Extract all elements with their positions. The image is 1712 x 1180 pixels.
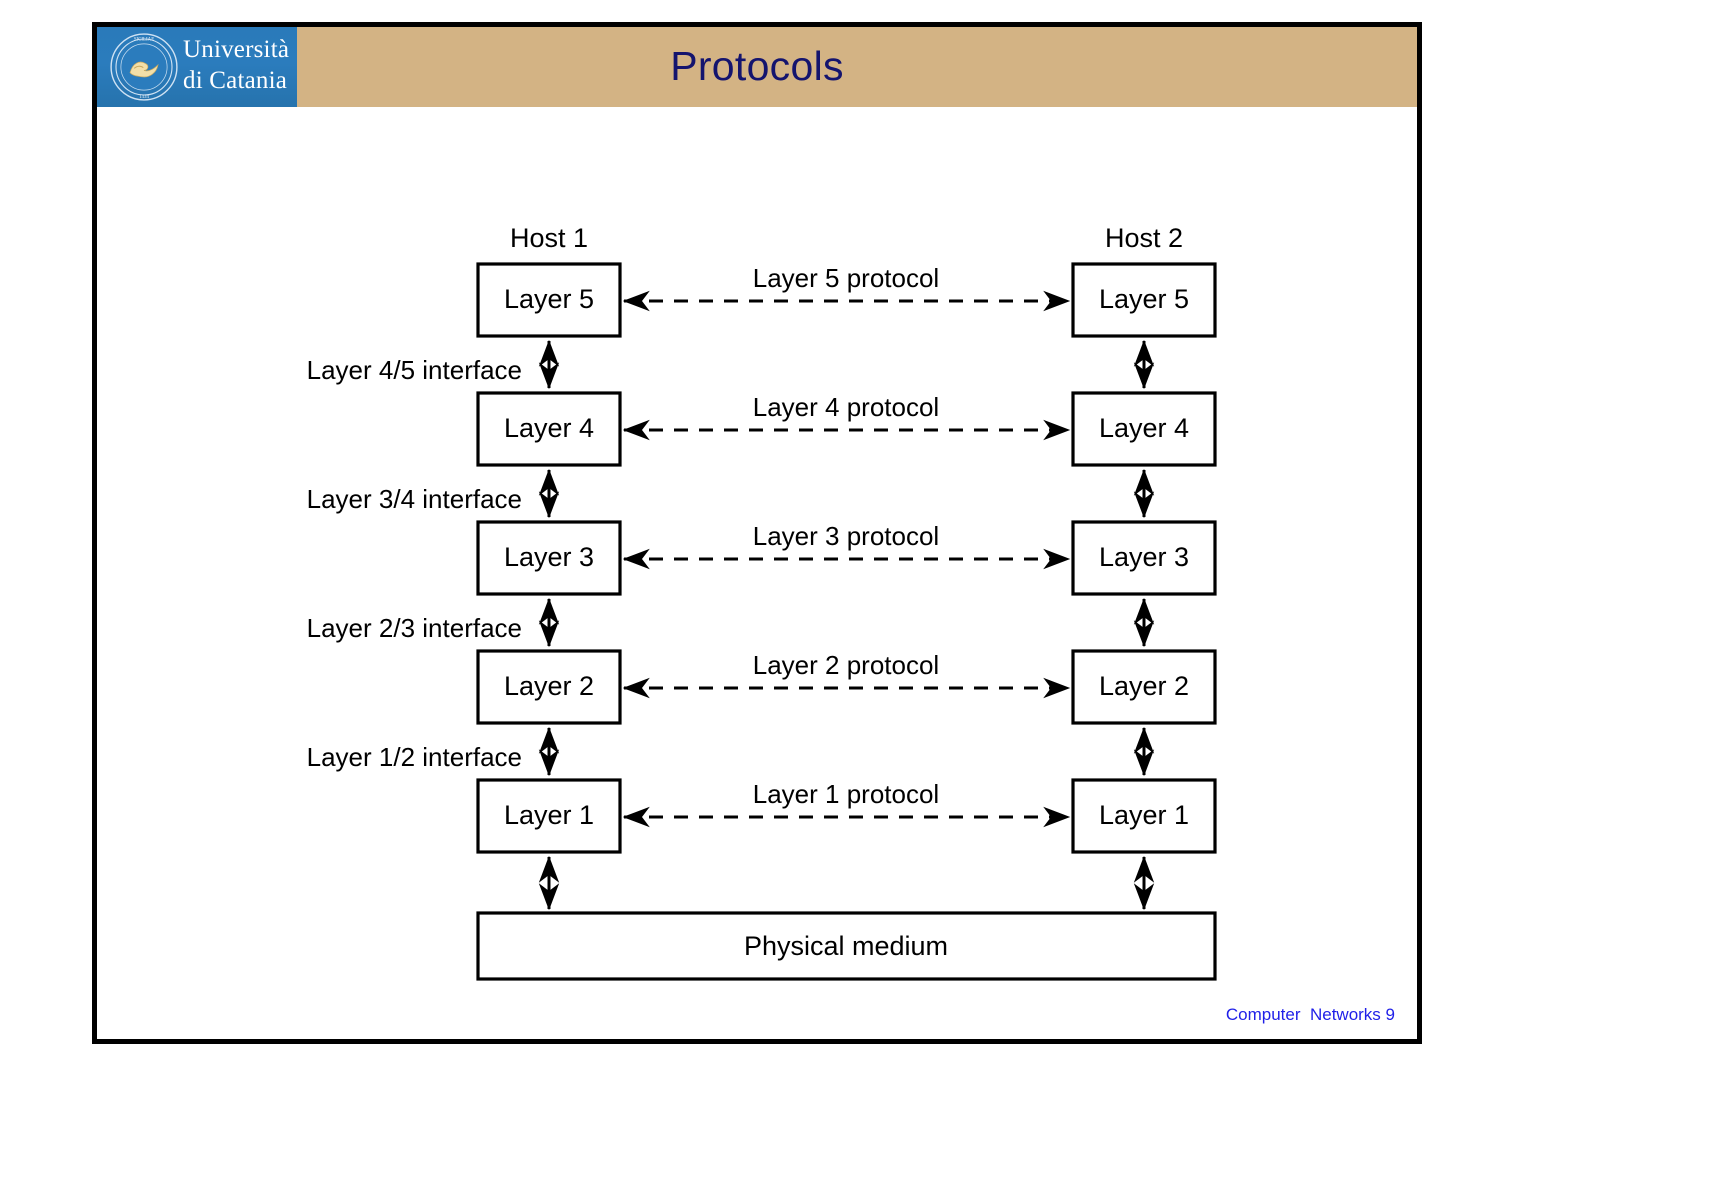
host2-layer5-label: Layer 5 <box>1099 284 1189 314</box>
layer5-protocol-label: Layer 5 protocol <box>753 263 939 293</box>
layer45-interface-label: Layer 4/5 interface <box>307 355 522 385</box>
layer2-protocol-label: Layer 2 protocol <box>753 650 939 680</box>
physical-medium-label: Physical medium <box>744 931 948 961</box>
host1-layer1-box <box>476 778 622 854</box>
host2-layer1-box <box>1071 778 1217 854</box>
host1-layer4-box <box>476 391 622 467</box>
host1-layer5-box <box>476 262 622 338</box>
logo-line-2: di Catania <box>183 67 288 94</box>
universita-di-catania-logo: SICILIAE 1434 Università di Catania <box>97 27 297 107</box>
page-title: Protocols <box>670 43 844 89</box>
host2-layer3-box <box>1071 520 1217 596</box>
host2-layer5-box <box>1071 262 1217 338</box>
host2-layer2-box <box>1071 649 1217 725</box>
logo-wordmark: Università di Catania <box>183 34 289 96</box>
layer4-protocol-label: Layer 4 protocol <box>753 392 939 422</box>
host2-layer3-label: Layer 3 <box>1099 542 1189 572</box>
footer-note: Computer Networks 9 <box>1225 1005 1395 1024</box>
host1-layer1-label: Layer 1 <box>504 800 594 830</box>
layer34-interface-label: Layer 3/4 interface <box>307 484 522 514</box>
layer1-protocol-label: Layer 1 protocol <box>753 779 939 809</box>
host1-layer3-box <box>476 520 622 596</box>
layer3-protocol-label: Layer 3 protocol <box>753 521 939 551</box>
host2-layer1-label: Layer 1 <box>1099 800 1189 830</box>
host1-layer4-label: Layer 4 <box>504 413 594 443</box>
host1-layer2-label: Layer 2 <box>504 671 594 701</box>
logo-line-1: Università <box>183 36 290 63</box>
slide-header-band <box>97 27 1417 107</box>
host2-layer4-label: Layer 4 <box>1099 413 1189 443</box>
protocol-stack-diagram: Host 1 Host 2 Layer 5 Layer 5 Layer 5 pr… <box>97 107 1417 1049</box>
layer23-interface-label: Layer 2/3 interface <box>307 613 522 643</box>
physical-medium-box <box>476 911 1217 981</box>
university-seal-icon: SICILIAE 1434 <box>110 33 178 101</box>
host1-layer2-box <box>476 649 622 725</box>
layer12-interface-label: Layer 1/2 interface <box>307 742 522 772</box>
host2-layer2-label: Layer 2 <box>1099 671 1189 701</box>
svg-text:SICILIAE: SICILIAE <box>134 37 154 42</box>
host1-label: Host 1 <box>510 223 588 253</box>
host1-layer5-label: Layer 5 <box>504 284 594 314</box>
host1-layer3-label: Layer 3 <box>504 542 594 572</box>
host2-label: Host 2 <box>1105 223 1183 253</box>
host2-layer4-box <box>1071 391 1217 467</box>
svg-text:1434: 1434 <box>139 95 149 100</box>
slide: Protocols SICILIAE 1434 Università di Ca… <box>92 22 1422 1044</box>
